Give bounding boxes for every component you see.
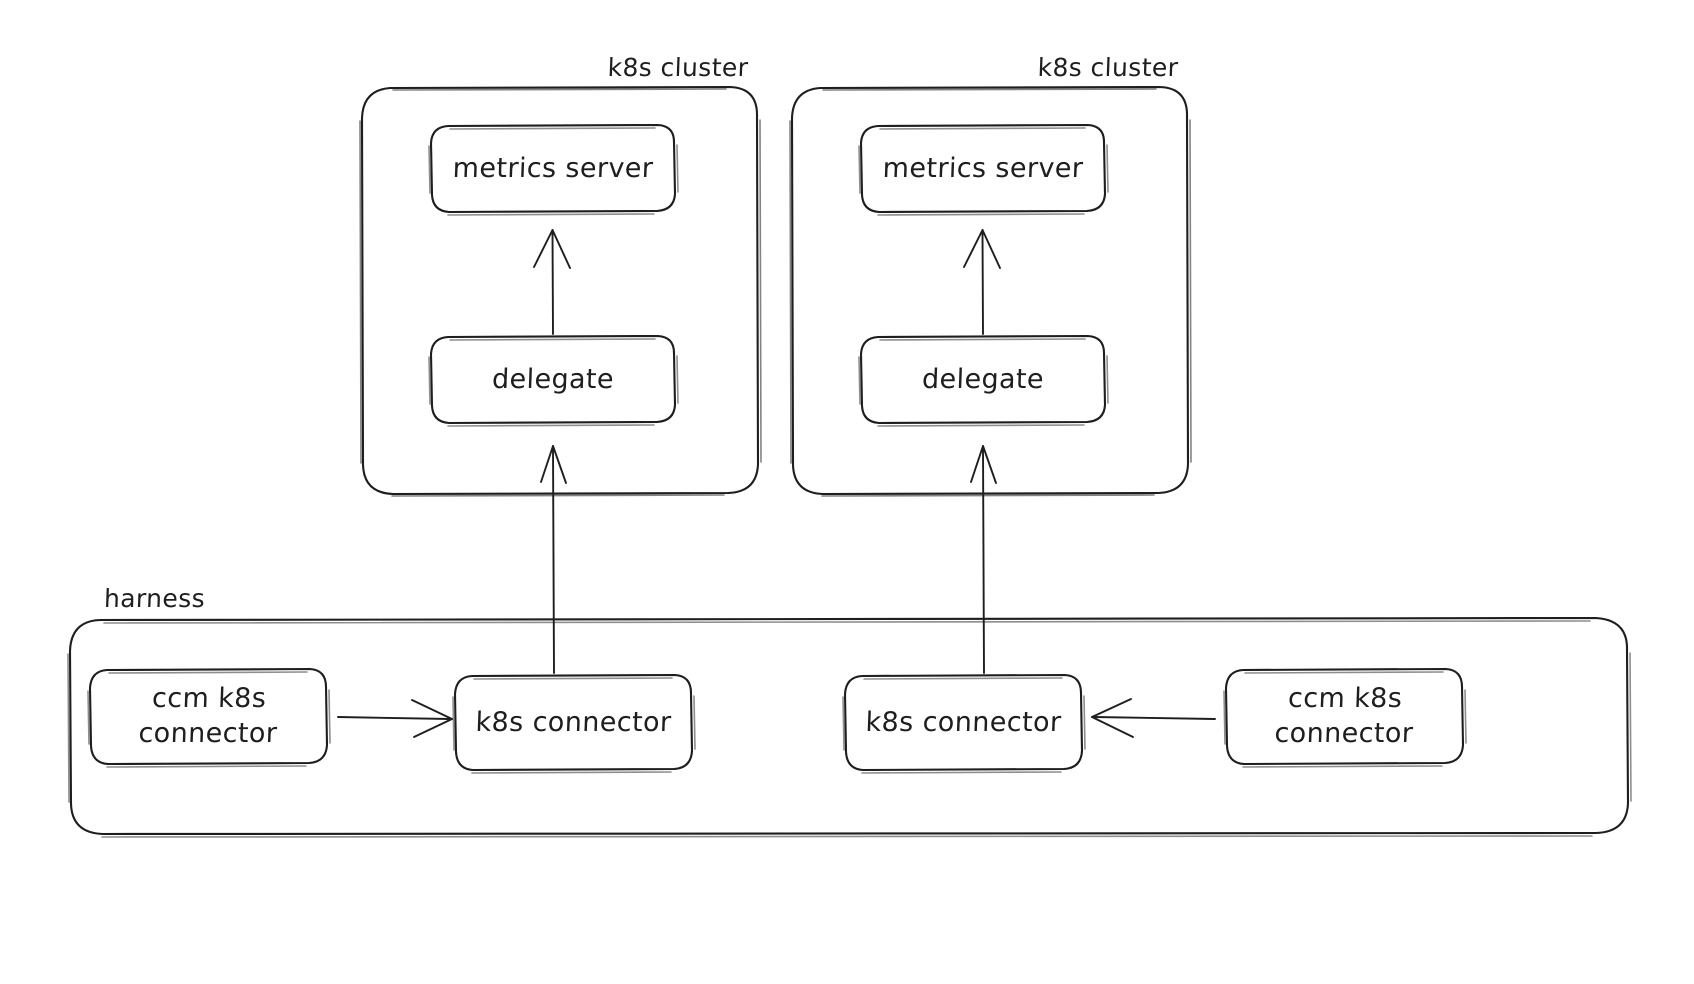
ccm-k8s-connector-right-shape — [1223, 667, 1467, 768]
delegate-left-shape — [428, 334, 679, 427]
arrow-delegate-left-to-metrics-server-left — [533, 229, 571, 335]
harness-shape — [67, 616, 1632, 838]
arrow-ccm-left-to-k8s-connector-left — [337, 699, 453, 738]
metrics-server-left-shape — [428, 123, 679, 216]
ccm-k8s-connector-left-shape — [87, 667, 331, 768]
cluster-left-shape — [359, 85, 762, 497]
delegate-right-shape — [858, 334, 1109, 427]
k8s-connector-left-shape — [452, 673, 696, 774]
arrow-ccm-right-to-k8s-connector-right — [1091, 698, 1216, 738]
metrics-server-right-shape — [858, 123, 1109, 216]
k8s-connector-right-shape — [842, 673, 1086, 774]
arrow-k8s-connector-right-to-delegate-right — [970, 445, 997, 674]
arrow-delegate-right-to-metrics-server-right — [963, 229, 1001, 335]
arrow-k8s-connector-left-to-delegate-left — [540, 445, 567, 674]
cluster-right-shape — [789, 85, 1192, 497]
